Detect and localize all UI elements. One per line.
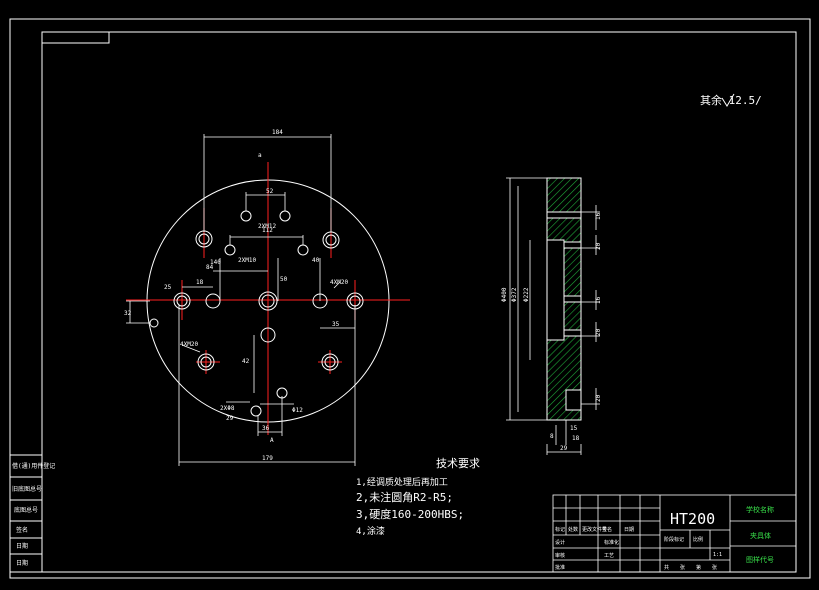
dim-text: 40 <box>312 257 320 264</box>
dim-text: 35 <box>332 321 340 328</box>
dim-text: 18 <box>196 279 204 286</box>
tb-label: 阶段标记 <box>664 536 684 543</box>
dim-text: 36 <box>262 425 270 432</box>
tb-label: 标记 <box>555 526 565 533</box>
drawing-code: 图样代号 <box>746 555 774 564</box>
left-strip-item: 日期 <box>16 542 28 550</box>
tb-label: 签名 <box>602 526 612 533</box>
dim-text: 84 <box>206 264 214 271</box>
tb-label: 标准化 <box>604 539 619 546</box>
dim-text: 184 <box>272 129 283 136</box>
material-text: HT200 <box>670 510 715 528</box>
dim-text: 32 <box>124 310 132 317</box>
dim-text: Φ372 <box>511 287 518 302</box>
dim-text: 2XM10 <box>238 257 256 264</box>
tb-label: 更改文件号 <box>582 526 607 533</box>
tb-label: 共 <box>664 564 669 571</box>
dim-text: Φ222 <box>523 287 530 302</box>
dim-text: Φ400 <box>501 287 508 302</box>
part-name: 夹具体 <box>750 531 771 540</box>
tech-item: 1,经调质处理后再加工 <box>356 476 448 488</box>
tb-label: 比例 <box>693 536 703 543</box>
left-strip-item: 旧底图总号 <box>12 485 42 493</box>
front-view: 184 a 52 112 2XM12 2XM10 84 18 25 50 40 … <box>124 129 410 466</box>
dim-text: 16 <box>595 212 602 220</box>
tb-label: 张 <box>712 564 717 571</box>
tb-label: 第 <box>696 564 701 571</box>
tb-label: 设计 <box>555 539 565 546</box>
dim-text: 112 <box>262 227 273 234</box>
left-strip-item: 底图总号 <box>14 506 38 514</box>
left-strip-item: 签名 <box>16 526 28 534</box>
roughness-note: 其余 12.5/ <box>700 93 762 107</box>
dim-text: Φ12 <box>292 407 303 414</box>
drawing-frame <box>9 18 811 579</box>
dim-text: 25 <box>164 284 172 291</box>
tb-label: 张 <box>680 564 685 571</box>
dim-text: 4XM20 <box>330 279 348 286</box>
dim-text: 20 <box>595 328 602 336</box>
left-strip-item: 日期 <box>16 559 28 567</box>
roughness-symbol-icon <box>721 93 735 107</box>
tb-label: 工艺 <box>604 553 614 559</box>
tb-label: 审核 <box>555 552 565 559</box>
tech-item: 4,涂漆 <box>356 525 385 537</box>
dim-text: 29 <box>226 415 234 422</box>
dim-text: 29 <box>560 445 568 452</box>
dim-text: 18 <box>572 435 580 442</box>
tb-label: 日期 <box>624 527 634 533</box>
tb-label: 批准 <box>555 564 565 571</box>
dim-text: 179 <box>262 455 273 462</box>
tech-item: 2,未注圆角R2-R5; <box>356 490 453 504</box>
dim-text: 42 <box>242 358 250 365</box>
tech-title: 技术要求 <box>436 457 480 470</box>
dim-text: 8 <box>550 433 554 440</box>
dim-text: 4XM20 <box>180 341 198 348</box>
side-dimension-lines <box>506 177 600 455</box>
dim-text: 2XM12 <box>258 223 276 230</box>
school-name: 学校名称 <box>746 505 774 514</box>
tb-label: 处数 <box>568 526 578 533</box>
dim-text: 52 <box>266 188 274 195</box>
title-block: HT200 学校名称 夹具体 图样代号 标记 处数 更改文件号 签名 日期 设计… <box>552 494 797 573</box>
tb-label: 1:1 <box>713 552 722 558</box>
tech-requirements: 技术要求 1,经调质处理后再加工 2,未注圆角R2-R5; 3,硬度160-20… <box>356 457 480 537</box>
dim-text: 50 <box>280 276 288 283</box>
dim-text: 20 <box>595 394 602 402</box>
side-view: Φ400 Φ372 Φ222 16 20 16 20 20 8 15 18 29 <box>501 177 602 455</box>
dim-text: A <box>270 437 274 444</box>
dimension-lines <box>126 134 356 466</box>
dim-text: 140 <box>210 259 221 266</box>
dim-text: 15 <box>570 425 578 432</box>
dim-text: 20 <box>595 242 602 250</box>
left-strip-item: 借(通)用件登记 <box>12 462 55 470</box>
left-strip: 借(通)用件登记 旧底图总号 底图总号 签名 日期 日期 <box>9 454 55 573</box>
dim-text: 16 <box>595 296 602 304</box>
dim-text: a <box>258 152 262 159</box>
dim-text: 2XΦ8 <box>220 405 235 412</box>
tech-item: 3,硬度160-200HBS; <box>356 507 464 521</box>
